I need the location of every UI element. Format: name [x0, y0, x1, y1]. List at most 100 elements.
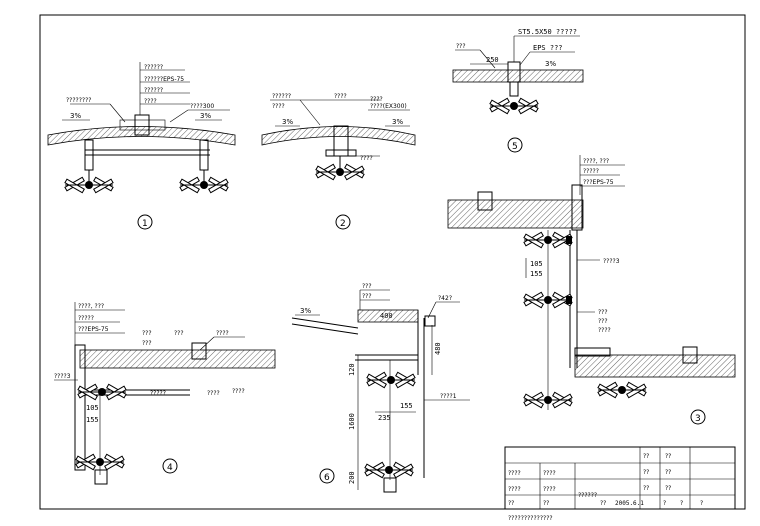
d2-note-5: ???? [360, 155, 373, 162]
tb-r2-c1: ?? [643, 469, 649, 476]
tb-r4-c7: ? [700, 500, 703, 507]
tb-r3-c3: ?? [643, 485, 649, 492]
d3-label: 3 [695, 414, 701, 424]
d1-right-tag: ????300 [190, 103, 214, 110]
d4-tag-1: ????3 [54, 373, 71, 380]
d4-tag-2: ??? [142, 330, 152, 337]
d4-tag-5: ???? [216, 330, 229, 337]
d2-note-4a: ???? [370, 96, 383, 103]
d1-circle [137, 214, 153, 230]
d1-roof-panel [47, 126, 236, 146]
d2-label: 2 [340, 219, 346, 229]
d5-left-note: ??? [456, 43, 466, 50]
tb-sign-1: ?? [665, 453, 671, 460]
d6-tag-1: ?42? [438, 295, 452, 302]
d4-note-2: ????? [78, 315, 94, 322]
detail-4: ????, ??? ????? ???EPS-75 ????3 ??? ??? … [54, 302, 276, 485]
d3-dim-1: 105 [530, 260, 543, 268]
tb-r3-c2: ???? [543, 486, 556, 493]
d6-dim-400: 400 [380, 312, 393, 320]
tb-sign-3: ?? [665, 485, 671, 492]
d4-tag-8: ???? [232, 388, 245, 395]
tb-r3-c1: ???? [508, 486, 521, 493]
d4-dim-2: 155 [86, 416, 99, 424]
d4-tag-7: ???? [207, 390, 220, 397]
d1-slope-left: 3% [70, 112, 81, 120]
d2-note-2: ???? [272, 103, 285, 110]
d5-roof-panel [452, 69, 584, 83]
d3-upper-panel [447, 199, 584, 229]
tb-r4-c6: ? [680, 500, 683, 507]
d3-tag-3: ??? [598, 318, 608, 325]
tb-sign-2: ?? [665, 469, 671, 476]
d4-label: 4 [167, 463, 173, 473]
title-block: ???? ???? ?? ?? ?? ?? ???? ???? ?? ?? ??… [504, 446, 736, 522]
tb-r1-c1: ???? [508, 470, 521, 477]
tb-r1-c3: ?? [643, 453, 649, 460]
d5-circle [507, 137, 523, 153]
d6-dim-200: 200 [348, 471, 356, 484]
d6-dim-235: 235 [378, 414, 391, 422]
d3-note-1: ????, ??? [583, 158, 609, 165]
d5-dim: 250 [486, 56, 499, 64]
d5-eps-note: EPS ??? [533, 44, 563, 52]
d4-note-3: ???EPS-75 [78, 326, 109, 333]
d6-dim-1600: 1600 [348, 413, 356, 430]
d6-slope: 3% [300, 307, 311, 315]
detail-5: ST5.5X50 ????? EPS ??? ??? 250 3% 5 [452, 28, 584, 153]
d1-note-4: ???? [144, 98, 157, 105]
d2-note-3: ???? [334, 93, 347, 100]
d6-dim-480: 480 [434, 342, 442, 355]
d2-note-1: ?????? [272, 93, 291, 100]
detail-3: ????, ??? ????? ???EPS-75 105 155 ????3 … [447, 155, 736, 425]
d6-dim-120: 120 [348, 363, 356, 376]
d4-tag-3: ??? [142, 340, 152, 347]
detail-1: ?????? ??????EPS-75 ?????? ???? ????????… [47, 62, 236, 230]
tb-caption: ?????????????? [508, 515, 553, 522]
d1-note-3: ?????? [144, 87, 163, 94]
d1-note-2: ??????EPS-75 [144, 76, 184, 83]
d2-slope-left: 3% [282, 118, 293, 126]
tb-r3-title: ?????? [578, 492, 597, 499]
d1-note-1: ?????? [144, 64, 163, 71]
d1-label: 1 [142, 219, 148, 229]
d3-circle [690, 409, 706, 425]
d2-roof-panel [261, 126, 416, 146]
d6-note-2: ??? [362, 293, 372, 300]
d3-tag-2: ??? [598, 309, 608, 316]
d6-note-1: ??? [362, 283, 372, 290]
sheet-border [39, 14, 746, 510]
tb-r4-c2: ?? [543, 500, 549, 507]
d6-dim-155: 155 [400, 402, 413, 410]
d4-tag-6: ????? [150, 390, 166, 397]
d3-tag-4: ???? [598, 327, 611, 334]
d4-roof-panel [79, 349, 276, 369]
detail-2: ?????? ???? ???? ???? ????(EX300) ???? 3… [261, 93, 416, 230]
d2-circle [335, 214, 351, 230]
d4-note-1: ????, ??? [78, 303, 104, 310]
d5-label: 5 [512, 142, 518, 152]
tb-date: 2005.6.1 [615, 500, 644, 507]
d6-circle [319, 468, 335, 484]
d3-dim-2: 155 [530, 270, 543, 278]
tb-r1-c2: ???? [543, 470, 556, 477]
d4-circle [162, 458, 178, 474]
detail-6: 3% ??? ??? 400 480 120 235 155 1600 200 … [291, 283, 470, 493]
d5-top-note: ST5.5X50 ????? [518, 28, 577, 36]
d1-slope-right: 3% [200, 112, 211, 120]
d5-slope: 3% [545, 60, 556, 68]
d2-note-4: ????(EX300) [370, 103, 407, 110]
tb-r4-c5: ? [663, 500, 666, 507]
d6-tag-2: ????1 [440, 393, 457, 400]
d3-tag-1: ????3 [603, 258, 620, 265]
d4-tag-4: ??? [174, 330, 184, 337]
d3-note-3: ???EPS-75 [583, 179, 614, 186]
d4-dim-1: 105 [86, 404, 99, 412]
d3-note-2: ????? [583, 168, 599, 175]
d2-slope-right: 3% [392, 118, 403, 126]
d3-lower-panel [574, 354, 736, 378]
tb-r4-c1: ?? [508, 500, 514, 507]
tb-r4-c3: ?? [600, 500, 606, 507]
d1-left-tag: ???????? [66, 97, 91, 104]
